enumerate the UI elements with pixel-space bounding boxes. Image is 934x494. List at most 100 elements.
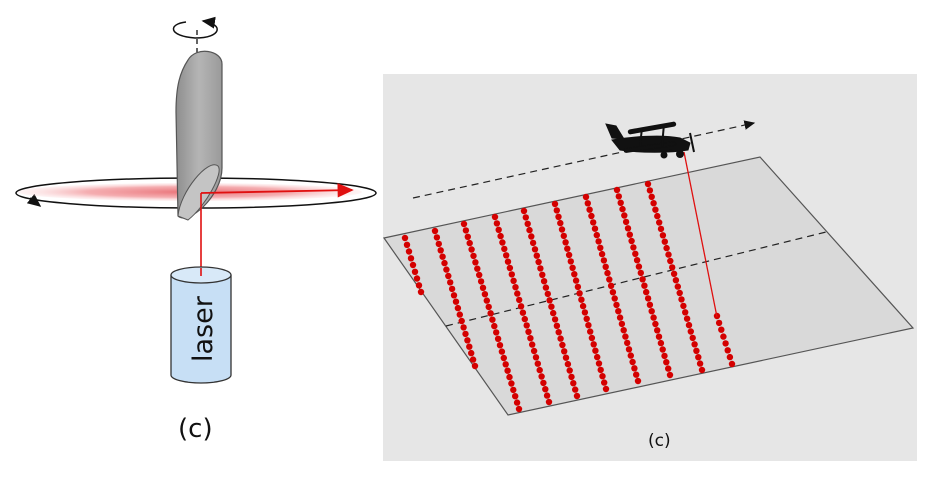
scan-dot [633,371,640,378]
scan-dot [496,342,504,349]
scan-dot [437,247,444,254]
scan-dot [548,303,555,310]
scan-dot [546,297,553,304]
scan-dot [588,334,596,342]
scan-dot [595,360,603,367]
scan-dot [504,258,512,265]
scan-dot [445,272,452,280]
scan-dot [538,373,545,380]
scan-dot [497,232,504,240]
scan-dot [590,341,597,348]
ring-arrow-left [26,193,42,207]
scan-dot [411,268,419,275]
scan-dot [466,239,473,247]
scan-dot [571,271,578,278]
scan-dot [551,200,559,208]
scan-dot [654,327,661,334]
ground-center-line [445,231,827,327]
scan-dot [661,238,668,245]
scan-dot [564,360,572,368]
mirror-face [177,164,220,221]
scan-dot [661,352,668,360]
scan-dot [502,361,509,368]
scan-dot [568,373,575,381]
scan-dot [582,193,590,201]
scan-dot [687,328,694,335]
scan-dot [512,393,519,400]
scan-dot [680,302,687,310]
scan-dot [581,309,589,316]
scan-dot [520,207,528,215]
scan-dot [464,337,471,344]
scan-dot [644,295,652,302]
scan-dot [470,252,477,260]
scan-dot [471,362,479,370]
scan-dot [562,354,570,361]
scan-dot [542,386,549,393]
scan-dot [627,352,634,359]
scan-dot [579,302,587,310]
scan-dot [728,360,736,368]
scan-dot [613,301,620,309]
scan-dot [656,219,663,226]
scan-dot [606,276,613,283]
scan-dot [663,244,670,252]
scan-dot [458,317,465,325]
scan-dot [648,308,655,315]
scan-dot [407,255,415,262]
scan-dot [448,285,456,293]
scan-dot [626,231,633,238]
scan-dot [472,259,479,266]
scan-dot [415,282,423,289]
scan-dot [598,250,606,258]
scan-dot [469,356,477,363]
scan-dot [597,366,604,374]
scan-dot [695,354,702,361]
scan-dot [431,227,439,235]
scan-dot [698,366,706,374]
scan-dot [504,367,511,374]
scan-dot [566,367,573,374]
scan-dot [508,380,515,387]
scan-dot [557,335,564,342]
scan-dot [584,200,591,207]
scan-dot [519,309,527,316]
scan-dot [599,373,606,380]
scan-dot [491,213,499,221]
scan-dot [628,237,635,245]
scan-dot [526,226,533,234]
scan-dot [650,314,657,321]
top-rotation-arrow [172,16,218,39]
scan-dot [403,241,411,248]
scan-dot [533,252,540,259]
scan-dot [564,245,571,252]
scan-dot [633,257,641,264]
scan-dot [619,205,626,213]
scan-dot [525,328,532,335]
scan-dot [682,309,689,316]
scan-dot [611,295,618,302]
scan-dot [500,354,507,362]
scan-dot [544,290,551,298]
scan-dot [659,346,666,353]
scan-dot [601,379,608,386]
scan-dot [468,349,475,357]
scan-dot [720,333,727,340]
scan-dot [524,220,531,227]
scan-dot [464,233,471,240]
scan-dot [585,322,592,329]
scan-dot [495,226,502,233]
scan-dot [622,218,630,226]
scan-dot [540,278,548,285]
scan-dot [621,212,628,219]
right-caption: (c) [648,431,671,451]
scan-dot [639,276,646,283]
scan-dot [523,322,530,329]
scan-dot [625,346,633,353]
scan-dot [545,398,553,406]
scan-dot [594,353,601,361]
laser-label: laser [188,295,219,362]
scan-dot [689,334,696,342]
scan-dot [629,358,636,366]
